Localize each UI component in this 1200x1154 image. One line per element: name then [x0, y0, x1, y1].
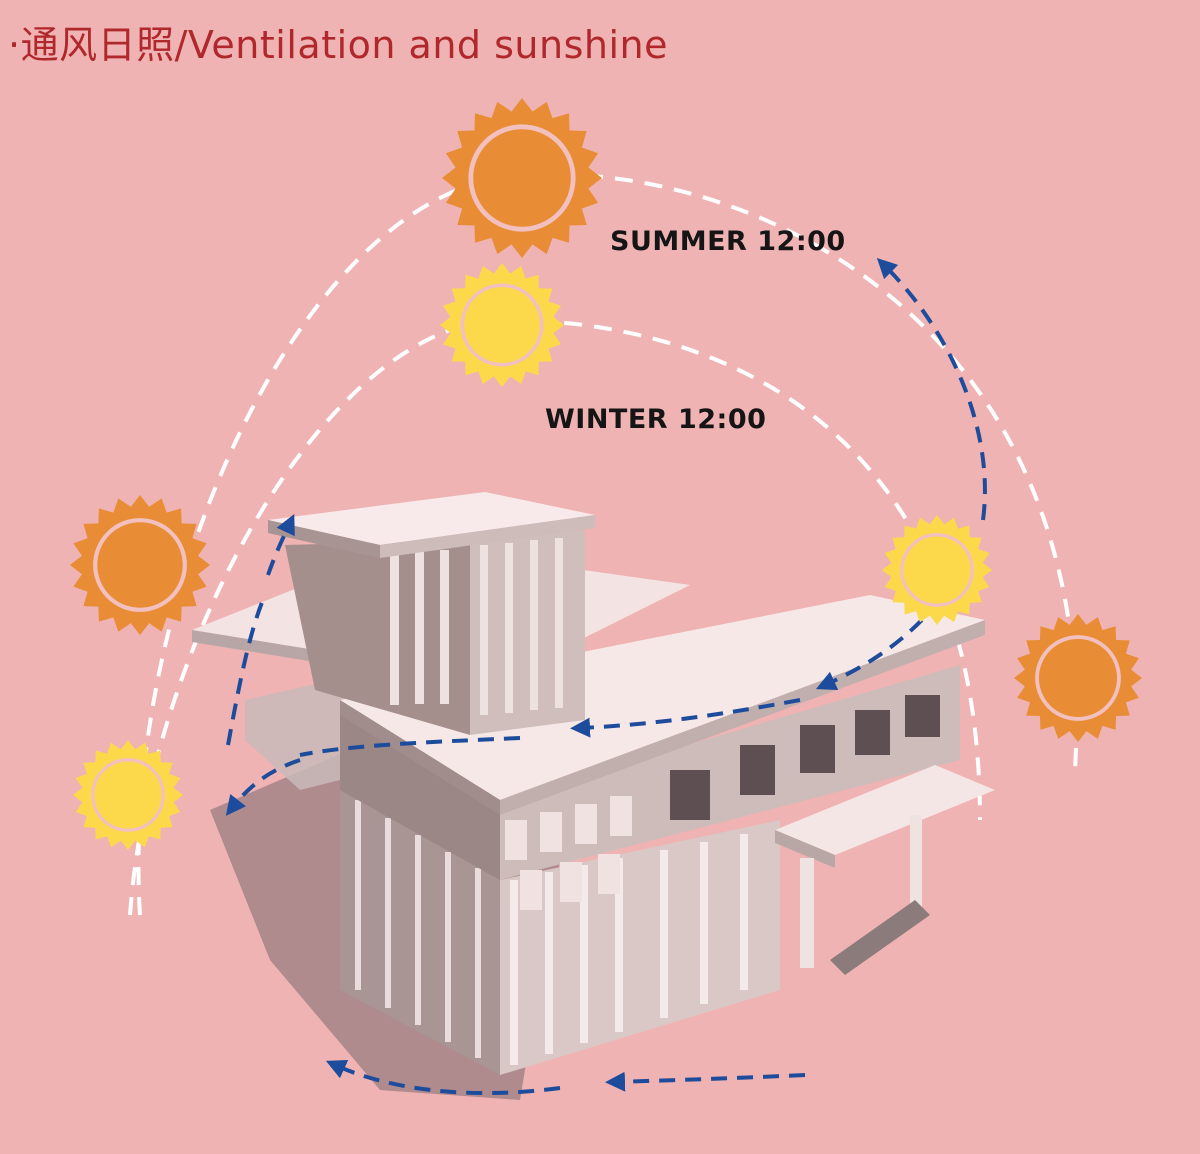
summer-noon-label: SUMMER 12:00: [610, 226, 846, 257]
wind-arrow-icon: [266, 513, 295, 576]
wind-arrow-icon: [605, 1071, 806, 1092]
wind-arrow-icon: [325, 1060, 561, 1096]
winter-sun-icon: [73, 740, 183, 850]
wind-arrow-icon: [299, 736, 521, 757]
winter-sun-icon: [882, 515, 992, 625]
suns: [70, 98, 1142, 850]
wind-arrow-icon: [876, 257, 987, 521]
wind-arrow-icon: [570, 698, 801, 738]
winter-noon-label: WINTER 12:00: [545, 404, 767, 435]
page-title: ·通风日照/Ventilation and sunshine: [8, 23, 668, 67]
summer-sun-icon: [70, 495, 210, 635]
summer-sun-icon: [442, 98, 602, 258]
wind-arrow-icon: [226, 594, 267, 746]
wind-arrows: [225, 257, 987, 1096]
wind-arrow-icon: [815, 578, 957, 690]
building: [192, 492, 995, 1075]
wind-arrow-icon: [225, 758, 301, 816]
summer-sun-icon: [1014, 614, 1142, 742]
winter-sun-icon: [440, 263, 564, 387]
